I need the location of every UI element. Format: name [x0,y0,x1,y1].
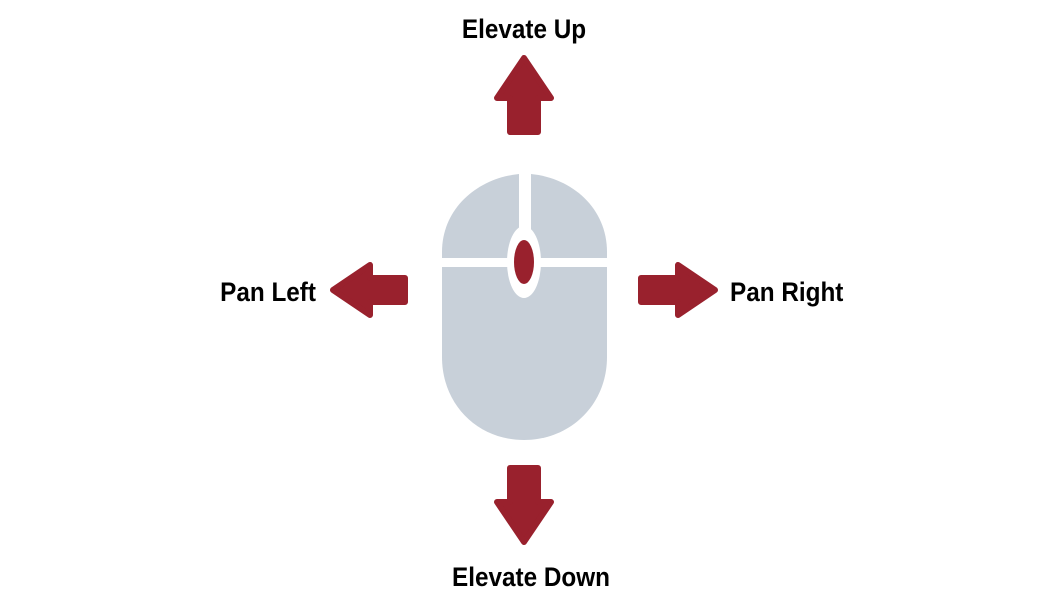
mouse-body [442,267,607,440]
label-elevate-up: Elevate Up [461,14,587,44]
arrow-down-icon [494,465,554,545]
scroll-wheel-icon [514,240,534,284]
arrow-left-icon [330,262,408,318]
label-pan-left: Pan Left [220,277,316,307]
label-elevate-down: Elevate Down [451,562,611,592]
mouse-left-button [442,174,519,258]
arrow-right-icon [638,262,718,318]
label-pan-right: Pan Right [730,277,844,307]
arrow-up-icon [494,55,554,135]
mouse-right-button [531,174,607,258]
computer-mouse-icon [442,174,607,440]
